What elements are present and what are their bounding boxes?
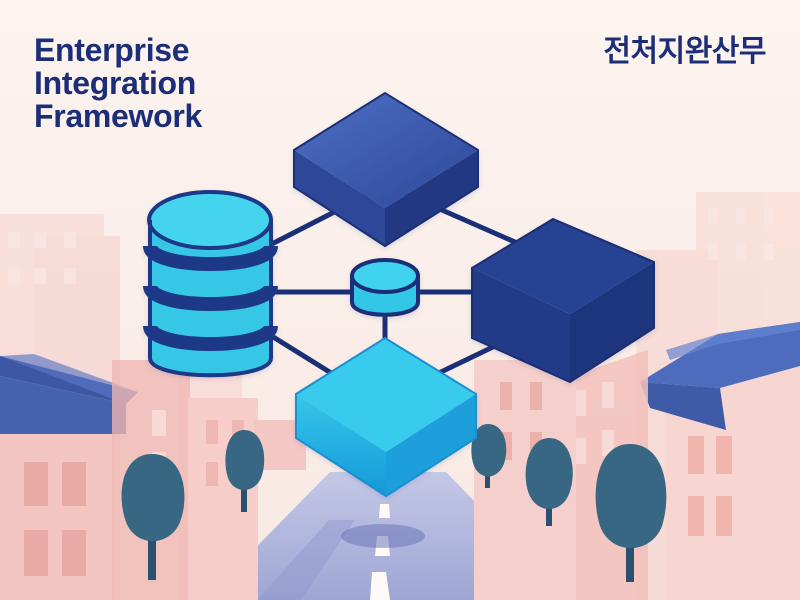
title-line-integration: Integration (34, 65, 197, 101)
window (24, 462, 48, 506)
window (574, 438, 586, 464)
building-icon (474, 360, 576, 600)
roof (640, 322, 800, 388)
window (62, 530, 86, 576)
road-lane-marker (379, 504, 390, 518)
window (716, 496, 732, 536)
hub-node-icon (350, 258, 420, 317)
tree-icon (471, 424, 507, 488)
far-windows (8, 208, 774, 284)
window (206, 420, 218, 444)
window (602, 430, 614, 456)
network-cube-icon (471, 217, 655, 384)
window (688, 436, 704, 474)
tree-icon (525, 438, 573, 526)
floating-shadow (341, 524, 425, 548)
roof-shine (666, 322, 800, 360)
road-lane-marker (370, 572, 390, 600)
title-line-enterprise: Enterprise (34, 32, 190, 68)
building-icon (188, 398, 258, 600)
tree-icon (121, 454, 185, 580)
window (688, 496, 704, 536)
page-title: Enterprise Integration Framework (34, 34, 274, 133)
window (24, 530, 48, 576)
network-cube-icon (295, 336, 477, 498)
title-line-framework: Framework (34, 98, 203, 134)
tree-icon (595, 444, 667, 582)
window (716, 436, 732, 474)
building-icon (0, 420, 114, 600)
building-icon (254, 420, 306, 470)
tree-icon (225, 430, 265, 512)
window (62, 462, 86, 506)
database-icon (143, 190, 278, 378)
window (206, 462, 218, 486)
window (500, 382, 512, 410)
network-cube-icon (293, 91, 479, 248)
window (574, 390, 586, 416)
window (602, 382, 614, 408)
road-shadow (257, 520, 355, 600)
window (152, 410, 166, 436)
roof-shine (0, 354, 138, 404)
right-building-cluster (474, 322, 800, 600)
window (530, 382, 542, 410)
korean-title: 전처지완산무 (603, 34, 766, 69)
roof-underside (640, 382, 726, 430)
trees (121, 424, 667, 582)
roof (0, 376, 126, 434)
